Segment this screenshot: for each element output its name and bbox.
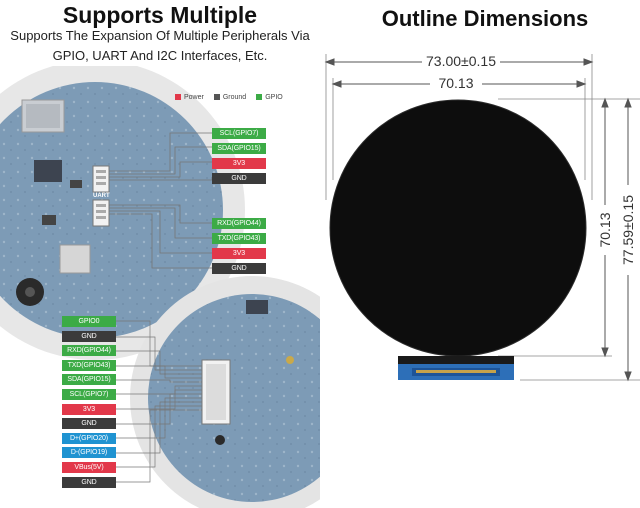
pin-label: TXD(GPIO43) [212, 233, 266, 244]
pin-label: VBus(5V) [62, 461, 116, 473]
pin-label: SDA(GPIO15) [212, 143, 266, 154]
legend-power: Power [175, 92, 204, 102]
height-outer-dimension [624, 97, 632, 382]
legend: Power Ground GPIO [175, 92, 283, 102]
uart-lines [109, 204, 212, 269]
pin-label: SCL(GPIO7) [62, 388, 116, 400]
i2c-pin-group: SCL(GPIO7) SDA(GPIO15) 3V3 GND [212, 128, 266, 184]
left-title: Supports Multiple [62, 2, 258, 28]
legend-ground: Ground [213, 92, 246, 102]
width-inner-dimension [331, 80, 587, 88]
fpc-pin-group: GPIO0 GND RXD(GPIO44) TXD(GPIO43) SDA(GP… [62, 316, 116, 488]
height-inner-label: 70.13 [597, 212, 613, 248]
height-inner-dimension [601, 97, 609, 358]
pin-label: D-(GPIO19) [62, 447, 116, 459]
right-title: Outline Dimensions [381, 6, 589, 31]
legend-ground-swatch [213, 94, 220, 100]
pin-label: RXD(GPIO44) [62, 345, 116, 357]
legend-power-swatch [175, 94, 181, 100]
pin-label: 3V3 [62, 403, 116, 415]
width-outer-label: 73.00±0.15 [426, 53, 496, 69]
extension-lines [325, 54, 640, 381]
round-display [329, 99, 587, 357]
pin-label: GND [212, 263, 266, 274]
pin-label: 3V3 [212, 248, 266, 259]
pin-label: GND [62, 476, 116, 488]
width-inner-label: 70.13 [438, 75, 474, 91]
fpc-lines [116, 320, 202, 483]
pin-label: RXD(GPIO44) [212, 218, 266, 229]
width-outer-dimension [324, 58, 594, 66]
pin-label: GPIO0 [62, 316, 116, 327]
pin-label: 3V3 [212, 158, 266, 169]
uart-pin-group: RXD(GPIO44) TXD(GPIO43) 3V3 GND [212, 218, 266, 274]
pin-label: SCL(GPIO7) [212, 128, 266, 139]
bottom-board-pcb [148, 294, 320, 502]
left-subtitle-line2: GPIO, UART And I2C Interfaces, Etc. [52, 48, 268, 63]
pin-label: GND [62, 418, 116, 430]
uart-board-label: UART [93, 193, 110, 199]
pin-label: TXD(GPIO43) [62, 359, 116, 371]
legend-gpio: GPIO [256, 92, 283, 102]
chip [34, 160, 62, 182]
pin-label: SDA(GPIO15) [62, 374, 116, 386]
legend-gpio-swatch [256, 94, 263, 100]
pin-label: GND [212, 173, 266, 184]
height-outer-label: 77.59±0.15 [620, 195, 636, 265]
top-board-pcb [0, 82, 223, 338]
pin-label: GND [62, 330, 116, 342]
left-subtitle-line1: Supports The Expansion Of Multiple Perip… [10, 28, 310, 43]
pin-label: D+(GPIO20) [62, 432, 116, 444]
